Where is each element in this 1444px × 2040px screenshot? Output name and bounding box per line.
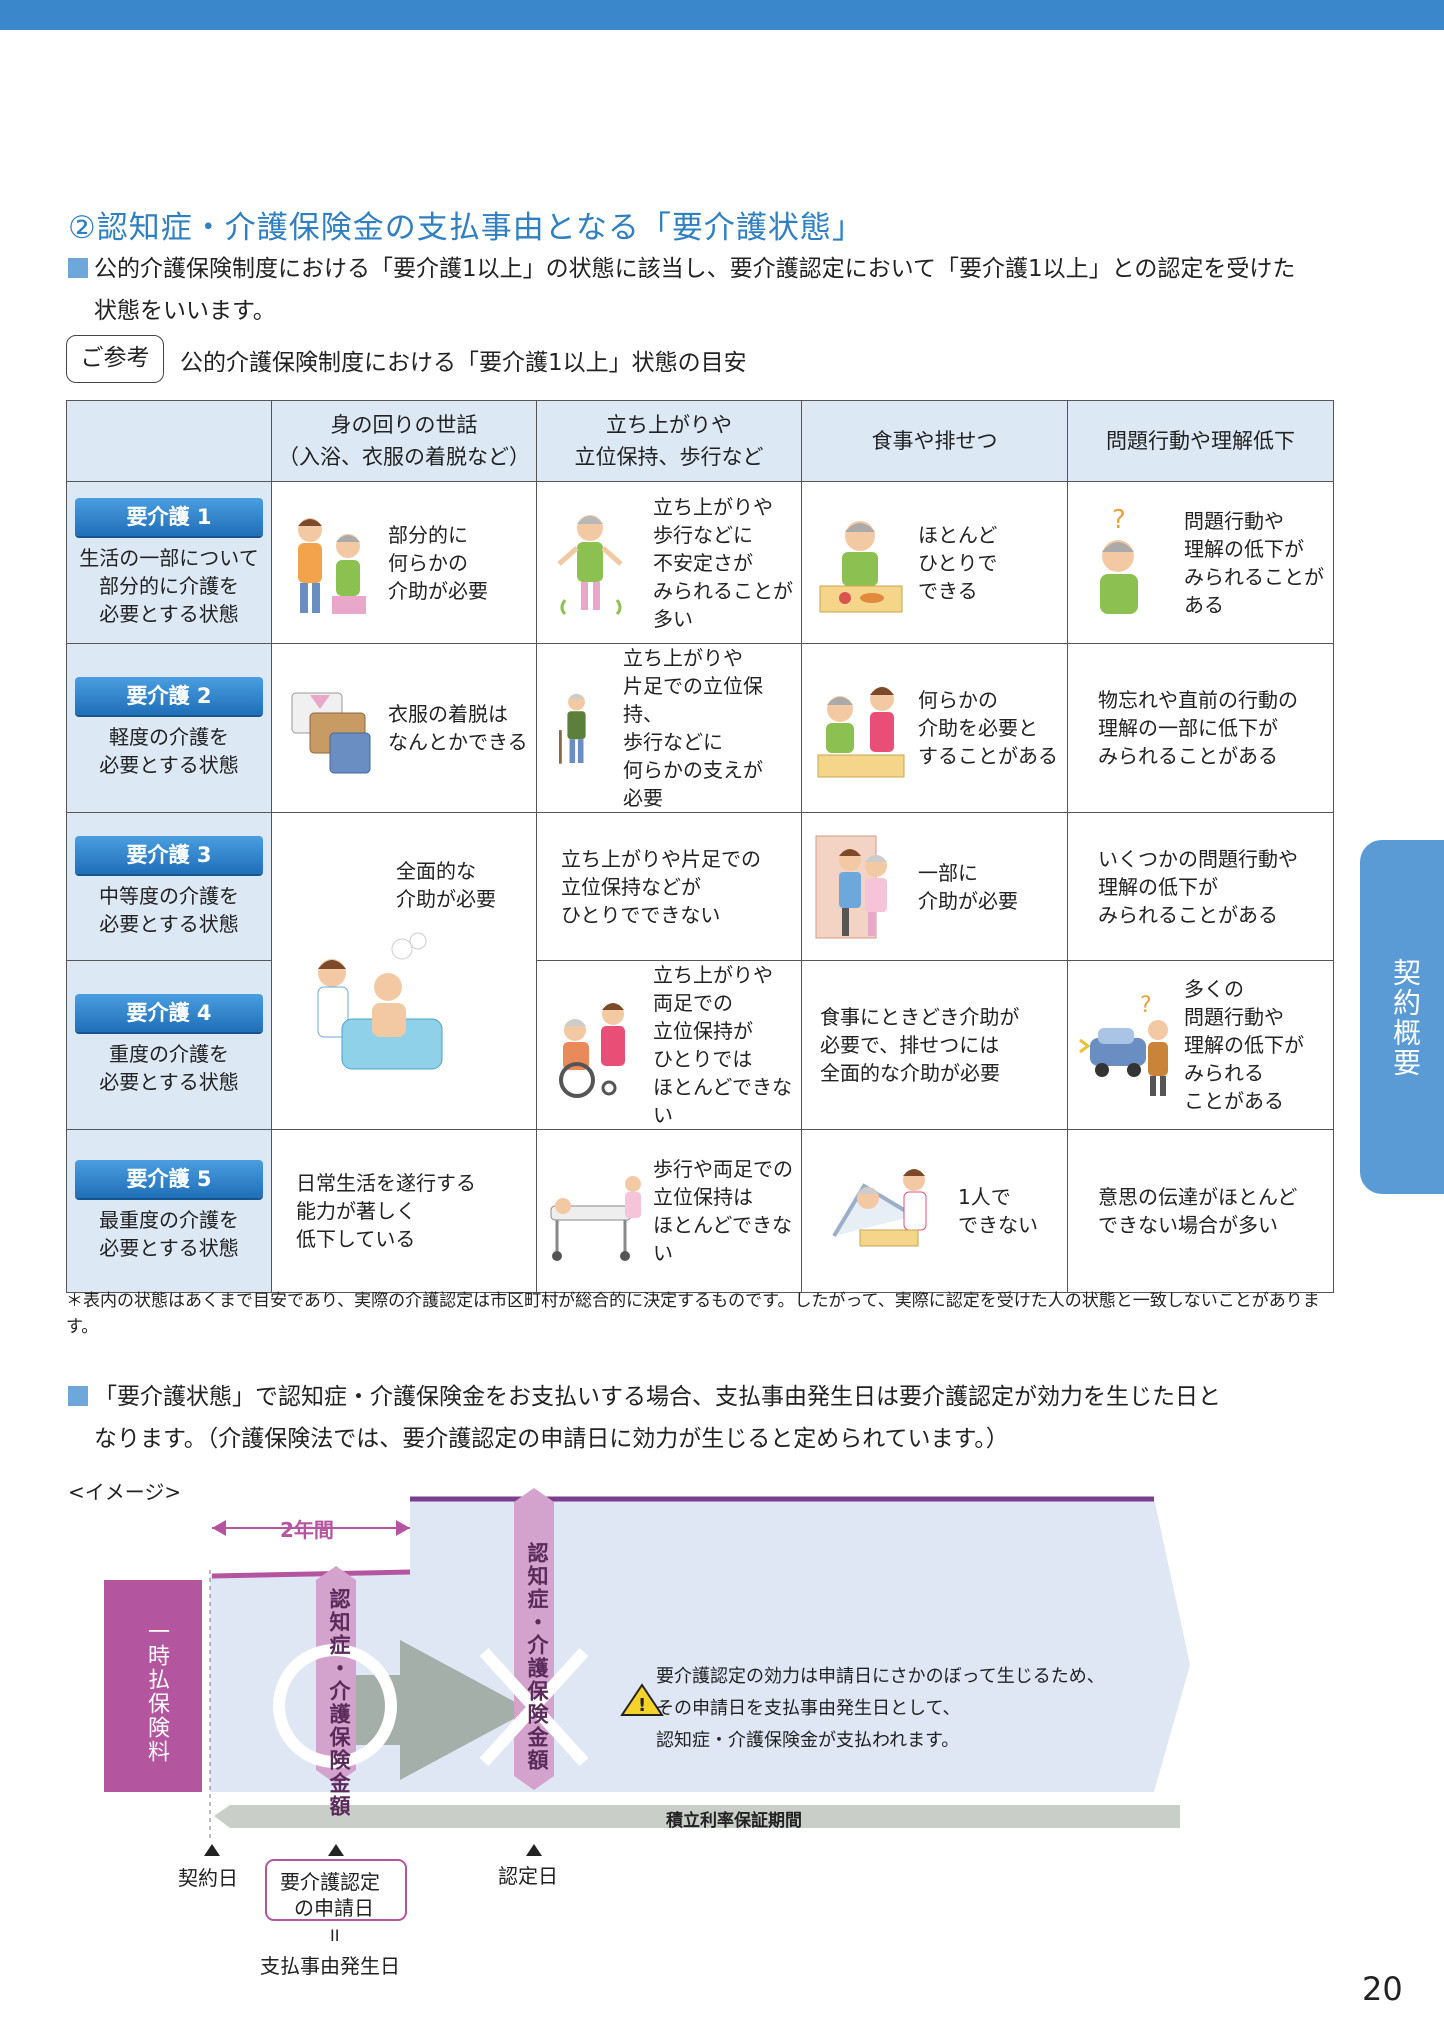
reference-label: ご参考 [66, 335, 164, 383]
benefit-amount-right: 認知症・介護保険金額 [525, 1542, 549, 1772]
table-cell: ? 多くの 問題行動や 理解の低下が みられる ことがある [1067, 960, 1334, 1130]
level-cell: 要介護 4 重度の介護を 必要とする状態 [66, 960, 272, 1130]
guarantee-period-label: 積立利率保証期間 [666, 1811, 802, 1831]
table-row: 要介護 2 軽度の介護を 必要とする状態 衣服の着脱は なんとかできる 立ち上が… [66, 643, 1334, 813]
intro-line-2: 状態をいいます。 [94, 298, 276, 324]
caregiver-assist-illustration [298, 517, 366, 614]
table-cell: 衣服の着脱は なんとかできる [271, 643, 537, 813]
wandering-car-illustration: ? [1079, 993, 1168, 1096]
level-cell: 要介護 2 軽度の介護を 必要とする状態 [66, 643, 272, 813]
bed-feeding-illustration [832, 1169, 927, 1247]
folded-clothes-illustration [291, 692, 371, 774]
image-label: <イメージ> [68, 1480, 182, 1504]
equals-sign: II [330, 1926, 340, 1945]
wheelchair-illustration [559, 1003, 625, 1098]
benefit-amount-left: 認知症・介護保険金額 [327, 1588, 351, 1818]
bullet-square-icon [68, 1386, 88, 1406]
table-cell: 何らかの 介助を必要と することがある [801, 643, 1068, 813]
timeline-diagram: ! <イメージ> 2年間 一時払保険料 認知症・介護保険金額 認知症・介護保険金… [0, 1480, 1444, 2000]
top-bar [0, 0, 1444, 30]
side-tab-contract-summary[interactable]: 契約概要 [1360, 840, 1444, 1194]
payment-line-1: 「要介護状態」で認知症・介護保険金をお支払いする場合、支払事由発生日は要介護認定… [94, 1384, 1221, 1410]
level-badge: 要介護 4 [75, 994, 263, 1032]
level-cell: 要介護 5 最重度の介護を 必要とする状態 [66, 1129, 272, 1293]
table-cell: 立ち上がりや片足での 立位保持などが ひとりでできない [536, 812, 802, 961]
level-badge: 要介護 1 [75, 497, 263, 536]
table-row: 要介護 1 生活の一部について 部分的に介護を 必要とする状態 部分的に 何らか… [66, 481, 1334, 644]
level-cell: 要介護 3 中等度の介護を 必要とする状態 [66, 812, 272, 961]
certification-date-label: 認定日 [498, 1864, 558, 1888]
table-cell: 日常生活を遂行する 能力が著しく 低下している [271, 1129, 537, 1293]
level-description: 軽度の介護を 必要とする状態 [99, 725, 239, 777]
intro-paragraph: 公的介護保険制度における「要介護1以上」の状態に該当し、要介護認定において「要介… [68, 248, 1348, 332]
level-description: 生活の一部について 部分的に介護を 必要とする状態 [79, 545, 259, 626]
level-description: 重度の介護を 必要とする状態 [99, 1042, 239, 1094]
walking-assist-doorway-illustration [815, 835, 887, 938]
stretcher-illustration [550, 1176, 641, 1261]
reference-text: 公的介護保険制度における「要介護1以上」状態の目安 [180, 350, 747, 376]
application-date-line-1: 要介護認定 [280, 1870, 380, 1894]
explanation-line-2: その申請日を支払事由発生日として、 [656, 1698, 961, 1719]
payment-paragraph: 「要介護状態」で認知症・介護保険金をお支払いする場合、支払事由発生日は要介護認定… [68, 1376, 1348, 1460]
payment-line-2: なります。（介護保険法では、要介護認定の申請日に効力が生じると定められています。… [94, 1426, 1009, 1452]
table-row: 要介護 5 最重度の介護を 必要とする状態 日常生活を遂行する 能力が著しく 低… [66, 1129, 1334, 1293]
table-cell: いくつかの問題行動や 理解の低下が みられることがある [1067, 812, 1334, 961]
level-badge: 要介護 5 [75, 1160, 263, 1198]
table-cell: 部分的に 何らかの 介助が必要 [271, 481, 537, 644]
level-description: 中等度の介護を 必要とする状態 [99, 883, 239, 936]
table-header: 立ち上がりや 立位保持、歩行など [536, 400, 802, 482]
unsteady-walking-illustration [557, 514, 623, 615]
svg-text:?: ? [1140, 993, 1152, 1018]
timeline-graphic: ! [104, 1488, 1190, 1921]
table-cell: 立ち上がりや 歩行などに 不安定さが みられることが 多い [536, 481, 802, 644]
table-cell: 1人で できない [801, 1129, 1068, 1293]
lump-sum-premium-label: 一時払保険料 [144, 1620, 169, 1764]
table-cell: 立ち上がりや 片足での立位保持、 歩行などに 何らかの支えが 必要 [536, 643, 802, 813]
level-badge: 要介護 3 [75, 835, 263, 874]
care-level-table: 身の回りの世話 （入浴、衣服の着脱など） 立ち上がりや 立位保持、歩行など 食事… [66, 400, 1334, 1293]
confused-person-illustration: ? [1100, 508, 1138, 614]
table-cell: 立ち上がりや 両足での 立位保持が ひとりでは ほとんどできない [536, 960, 802, 1130]
level-cell: 要介護 1 生活の一部について 部分的に介護を 必要とする状態 [66, 481, 272, 644]
eating-alone-illustration [819, 520, 903, 612]
contract-date-label: 契約日 [178, 1866, 238, 1890]
table-cell: ほとんど ひとりで できる [801, 481, 1068, 644]
table-header: 問題行動や理解低下 [1067, 400, 1334, 482]
explanation-line-1: 要介護認定の効力は申請日にさかのぼって生じるため、 [656, 1666, 1105, 1687]
svg-text:!: ! [638, 1695, 646, 1716]
intro-line-1: 公的介護保険制度における「要介護1以上」の状態に該当し、要介護認定において「要介… [94, 256, 1296, 282]
level-badge: 要介護 2 [75, 677, 263, 715]
table-cell: 食事にときどき介助が 必要で、排せつには 全面的な介助が必要 [801, 960, 1068, 1130]
table-footnote: ＊表内の状態はあくまで目安であり、実際の介護認定は市区町村が総合的に決定するもの… [66, 1291, 1320, 1337]
table-cell: 一部に 介助が必要 [801, 812, 1068, 961]
svg-text:?: ? [1112, 508, 1126, 535]
table-header-empty [66, 400, 272, 482]
bullet-square-icon [68, 258, 88, 278]
walking-cane-illustration [559, 693, 586, 764]
page-number: 20 [1362, 1970, 1403, 2008]
bathing-assistance-illustration [317, 932, 443, 1070]
payment-date-label: 支払事由発生日 [260, 1954, 400, 1978]
meal-assistance-illustration [817, 687, 905, 778]
table-cell: 意思の伝達がほとんど できない場合が多い [1067, 1129, 1334, 1293]
table-row: 要介護 4 重度の介護を 必要とする状態 立ち上がりや 両足での 立位保持が ひ… [66, 960, 1334, 1130]
table-cell: 歩行や両足での 立位保持は ほとんどできない [536, 1129, 802, 1293]
table-row: 要介護 3 中等度の介護を 必要とする状態 全面的な 介助が必要 立ち上がりや片… [66, 812, 1334, 1130]
application-date-line-2: の申請日 [294, 1896, 374, 1920]
table-header: 食事や排せつ [801, 400, 1068, 482]
explanation-line-3: 認知症・介護保険金が支払われます。 [656, 1730, 960, 1751]
level-description: 最重度の介護を 必要とする状態 [99, 1208, 239, 1260]
period-label: 2年間 [280, 1518, 334, 1542]
table-cell: 物忘れや直前の行動の 理解の一部に低下が みられることがある [1067, 643, 1334, 813]
section-title: ②認知症・介護保険金の支払事由となる「要介護状態」 [68, 210, 864, 246]
table-header: 身の回りの世話 （入浴、衣服の着脱など） [271, 400, 537, 482]
side-tab-label: 契約概要 [1389, 958, 1422, 1078]
table-cell-merged: 全面的な 介助が必要 [271, 812, 537, 1130]
table-cell: ? 問題行動や 理解の低下が みられることがある [1067, 481, 1334, 644]
